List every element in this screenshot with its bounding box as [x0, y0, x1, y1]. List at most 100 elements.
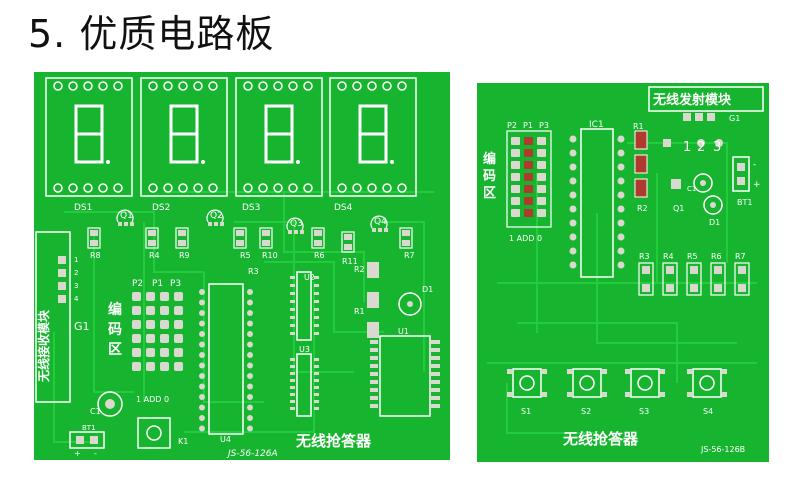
- pin-4: 4: [74, 295, 79, 303]
- resistor-outline: [662, 262, 678, 296]
- smd-pad: [314, 276, 319, 279]
- label-s2: S2: [581, 407, 591, 416]
- label-p2: P2: [507, 121, 517, 130]
- u1-pad: [430, 340, 440, 344]
- capacitor-c1-outline: [97, 391, 123, 417]
- label-d1: D1: [709, 218, 720, 227]
- u1-pad: [430, 372, 440, 376]
- smd-pad: [290, 386, 295, 389]
- transistor-pad: [208, 222, 212, 226]
- receiver-pcb-graphic: DS1 DS2 DS3 DS4 Q1 Q2 Q3 Q4 R8 R4 R9 R5 …: [34, 72, 450, 460]
- label-ds1: DS1: [74, 203, 92, 213]
- ic1-pin-right: [617, 191, 625, 199]
- label-p1: P1: [152, 279, 163, 289]
- ic-u2-u3-pads: [290, 276, 319, 410]
- header-pad: [146, 348, 155, 357]
- digit-pad-bottom: [273, 183, 283, 193]
- transistor-outline: [370, 215, 388, 229]
- battery-bt1-pad1: [76, 436, 84, 444]
- smd-pad: [290, 324, 295, 327]
- pin-3: 3: [74, 282, 78, 290]
- digit-pad-bottom: [163, 183, 173, 193]
- switch-pad: [602, 392, 607, 397]
- label-s4: S4: [703, 407, 713, 416]
- resistor-outline: [734, 262, 750, 296]
- label-c1: C1: [687, 185, 696, 193]
- ic1-pin-left: [569, 177, 577, 185]
- digit-pad-bottom: [382, 183, 392, 193]
- ic1-pin-right: [617, 219, 625, 227]
- label-s3: S3: [639, 407, 649, 416]
- ic1-pin-right: [617, 261, 625, 269]
- label-p2: P2: [132, 279, 143, 289]
- switch-button: [637, 375, 653, 391]
- transistor-pad: [118, 222, 122, 226]
- digit-pad-bottom: [258, 183, 268, 193]
- label-q1: Q1: [673, 204, 684, 213]
- resistor-pad: [344, 244, 352, 250]
- ic1-pin-left: [569, 205, 577, 213]
- smd-pad: [314, 284, 319, 287]
- ic-pin-right: [247, 299, 253, 306]
- resistor-outline: [399, 227, 413, 249]
- smd-pad: [314, 324, 319, 327]
- battery-bt1-pad2: [90, 436, 98, 444]
- label-ma: 码: [108, 322, 122, 338]
- ic-pin-right: [247, 310, 253, 316]
- digit-pad-top: [243, 81, 253, 91]
- smd-pad: [314, 372, 319, 375]
- seven-seg-digit: [74, 104, 104, 164]
- transistor-pad: [300, 230, 304, 234]
- label-r2: R2: [637, 204, 648, 213]
- ic-pin-right: [247, 425, 253, 432]
- resistor-outline: [259, 227, 273, 249]
- led-d1-pad: [407, 301, 413, 307]
- digit-pad-bottom: [288, 183, 298, 193]
- header-pad: [537, 137, 546, 145]
- transistor-q1-outline: [693, 173, 713, 193]
- pin-1: 1: [683, 140, 691, 155]
- resistor-pad: [642, 266, 650, 274]
- label-r7: R7: [735, 252, 746, 261]
- switch-pad: [722, 392, 727, 397]
- ic1-pin-right: [617, 247, 625, 255]
- header-pad: [537, 149, 546, 157]
- ic1-pin-left: [569, 135, 577, 143]
- ic-pin-left: [199, 362, 205, 369]
- switch-pad: [687, 369, 692, 374]
- label-ds3: DS3: [242, 203, 260, 213]
- label-q2: Q2: [210, 211, 223, 221]
- u1-pad: [430, 348, 440, 352]
- label-r6: R6: [711, 252, 722, 261]
- digit-pad-bottom: [352, 183, 362, 193]
- transmitter-pcb-board: 无线发射模块 G1 P2 P1 P3 IC1 编 码 区 1 ADD 0 R1 …: [477, 83, 769, 462]
- label-p3: P3: [170, 279, 181, 289]
- digit-pad-top: [53, 81, 63, 91]
- digit-pad-bottom: [148, 183, 158, 193]
- digit-pads: [53, 81, 407, 193]
- smd-pad: [290, 358, 295, 361]
- ic1-pin-right: [617, 205, 625, 213]
- resistor-pad: [344, 234, 352, 240]
- label-r6: R6: [314, 251, 325, 260]
- u1-pad: [370, 404, 378, 408]
- header-pad: [160, 292, 169, 301]
- digit-pad-top: [163, 81, 173, 91]
- label-r3: R3: [639, 252, 650, 261]
- ic-pin-right: [247, 341, 253, 348]
- label-plus: +: [753, 180, 761, 190]
- resistor-outline: [175, 227, 189, 249]
- header-pad: [132, 306, 141, 315]
- smd-pad: [314, 400, 319, 403]
- smd-pad: [290, 284, 295, 287]
- label-bian: 编: [483, 151, 496, 167]
- small-components-row: [87, 209, 413, 253]
- resistors-r1-r2: [634, 130, 648, 198]
- switch-outline: [512, 368, 542, 398]
- header-pad: [146, 362, 155, 371]
- ic-pin-left: [199, 373, 205, 379]
- digit-pad-top: [367, 81, 377, 91]
- label-r9: R9: [179, 251, 190, 260]
- smd-pad: [314, 407, 319, 410]
- digit-pad-bottom: [303, 183, 313, 193]
